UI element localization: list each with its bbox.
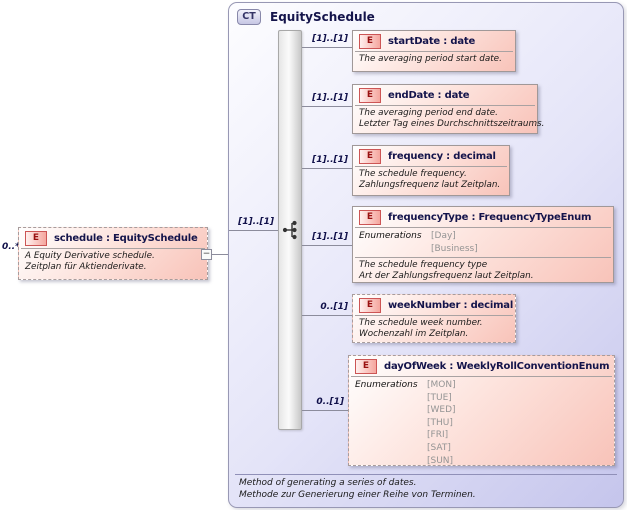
cardinality-weeknumber: 0..[1] xyxy=(320,302,348,312)
element-frequencytype-annotation: The schedule frequency type Art der Zahl… xyxy=(355,257,611,285)
element-frequency-title: frequency : decimal xyxy=(388,151,496,162)
element-startdate-title: startDate : date xyxy=(388,36,476,47)
source-cardinality: 0..* xyxy=(2,242,20,252)
connector-frequencytype xyxy=(302,245,352,246)
sequence-icon xyxy=(282,220,297,240)
connector-frequency xyxy=(302,168,352,169)
element-weeknumber-annotation: The schedule week number. Wochenzahl im … xyxy=(355,315,513,343)
cardinality-frequencytype: [1]..[1] xyxy=(312,232,348,242)
element-schedule[interactable]: E schedule : EquitySchedule A Equity Der… xyxy=(18,227,208,280)
element-icon: E xyxy=(355,359,377,374)
element-frequencytype-title: frequencyType : FrequencyTypeEnum xyxy=(388,212,592,223)
collapse-icon[interactable]: − xyxy=(201,249,212,260)
element-frequency[interactable]: E frequency : decimal The schedule frequ… xyxy=(352,145,510,196)
connector-schedule-to-type xyxy=(206,254,228,255)
element-schedule-title: schedule : EquitySchedule xyxy=(54,233,198,244)
element-startdate-annotation: The averaging period start date. xyxy=(355,51,513,68)
connector-dayofweek xyxy=(302,410,348,411)
element-icon: E xyxy=(359,210,381,225)
cardinality-frequency: [1]..[1] xyxy=(312,155,348,165)
element-frequencytype-enumerations: Enumerations [Day] [Business] xyxy=(355,227,611,257)
element-dayofweek[interactable]: E dayOfWeek : WeeklyRollConventionEnum E… xyxy=(348,355,615,466)
element-weeknumber-title: weekNumber : decimal xyxy=(388,300,514,311)
connector-startdate xyxy=(302,47,352,48)
element-frequency-annotation: The schedule frequency. Zahlungsfrequenz… xyxy=(355,166,507,194)
element-frequencytype[interactable]: E frequencyType : FrequencyTypeEnum Enum… xyxy=(352,206,614,283)
group-cardinality: [1]..[1] xyxy=(238,217,274,227)
element-weeknumber[interactable]: E weekNumber : decimal The schedule week… xyxy=(352,294,516,343)
element-icon: E xyxy=(359,149,381,164)
element-dayofweek-title: dayOfWeek : WeeklyRollConventionEnum xyxy=(384,361,610,372)
cardinality-startdate: [1]..[1] xyxy=(312,34,348,44)
connector-group xyxy=(229,230,278,231)
element-icon: E xyxy=(359,88,381,103)
element-icon: E xyxy=(359,34,381,49)
complex-type-annotation: Method of generating a series of dates. … xyxy=(235,474,617,503)
connector-weeknumber xyxy=(302,315,352,316)
element-schedule-header: E schedule : EquitySchedule xyxy=(19,228,207,248)
element-schedule-annotation: A Equity Derivative schedule. Zeitplan f… xyxy=(21,248,205,276)
complex-type-title: EquitySchedule xyxy=(270,10,375,24)
complex-type-header: CT EquitySchedule xyxy=(237,9,375,25)
cardinality-dayofweek: 0..[1] xyxy=(316,397,344,407)
element-enddate[interactable]: E endDate : date The averaging period en… xyxy=(352,84,544,134)
complex-type-icon: CT xyxy=(237,9,261,25)
cardinality-enddate: [1]..[1] xyxy=(312,93,348,103)
element-icon: E xyxy=(359,298,381,313)
element-icon: E xyxy=(25,231,47,246)
element-dayofweek-enumerations: Enumerations [MON] [TUE] [WED] [THU] [FR… xyxy=(351,376,612,469)
connector-enddate xyxy=(302,106,352,107)
element-startdate[interactable]: E startDate : date The averaging period … xyxy=(352,30,516,72)
element-enddate-annotation: The averaging period end date. Letzter T… xyxy=(355,105,544,133)
element-enddate-title: endDate : date xyxy=(388,90,470,101)
